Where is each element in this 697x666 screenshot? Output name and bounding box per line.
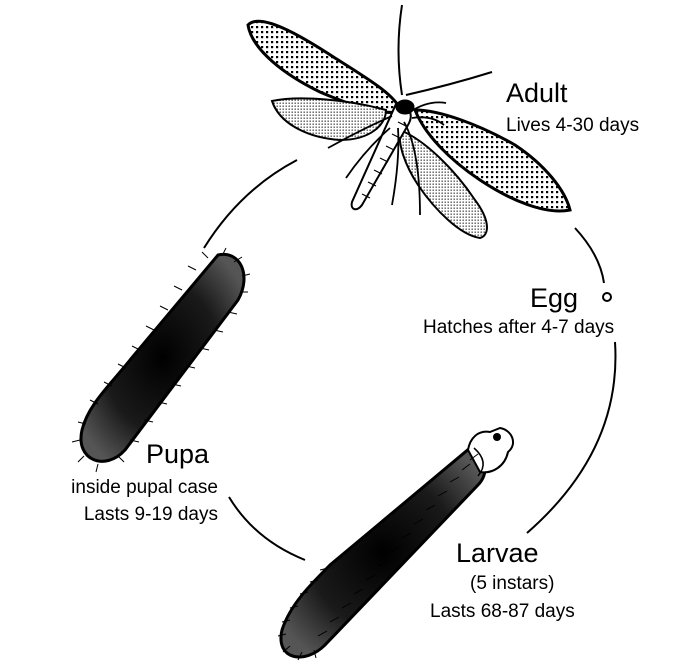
pupa-stage-name: Pupa bbox=[146, 441, 209, 468]
arc-pupa-to-adult bbox=[204, 160, 297, 248]
larvae-stage-name: Larvae bbox=[456, 540, 539, 567]
pupa-stage-detail-case: inside pupal case bbox=[12, 478, 218, 497]
pupa-stage-detail-duration: Lasts 9-19 days bbox=[12, 505, 218, 524]
arc-adult-to-egg bbox=[575, 228, 604, 283]
arc-larvae-to-pupa bbox=[229, 497, 305, 560]
adult-stage-detail: Lives 4-30 days bbox=[506, 116, 639, 135]
adult-stage-name: Adult bbox=[506, 80, 568, 107]
arc-egg-to-larvae bbox=[527, 342, 615, 533]
egg-stage-name: Egg bbox=[530, 285, 578, 312]
egg-stage-detail: Hatches after 4-7 days bbox=[423, 318, 614, 337]
larvae-stage-detail-duration: Lasts 68-87 days bbox=[430, 602, 575, 621]
larvae-stage-detail-instars: (5 instars) bbox=[470, 574, 554, 593]
egg-icon bbox=[603, 293, 611, 301]
